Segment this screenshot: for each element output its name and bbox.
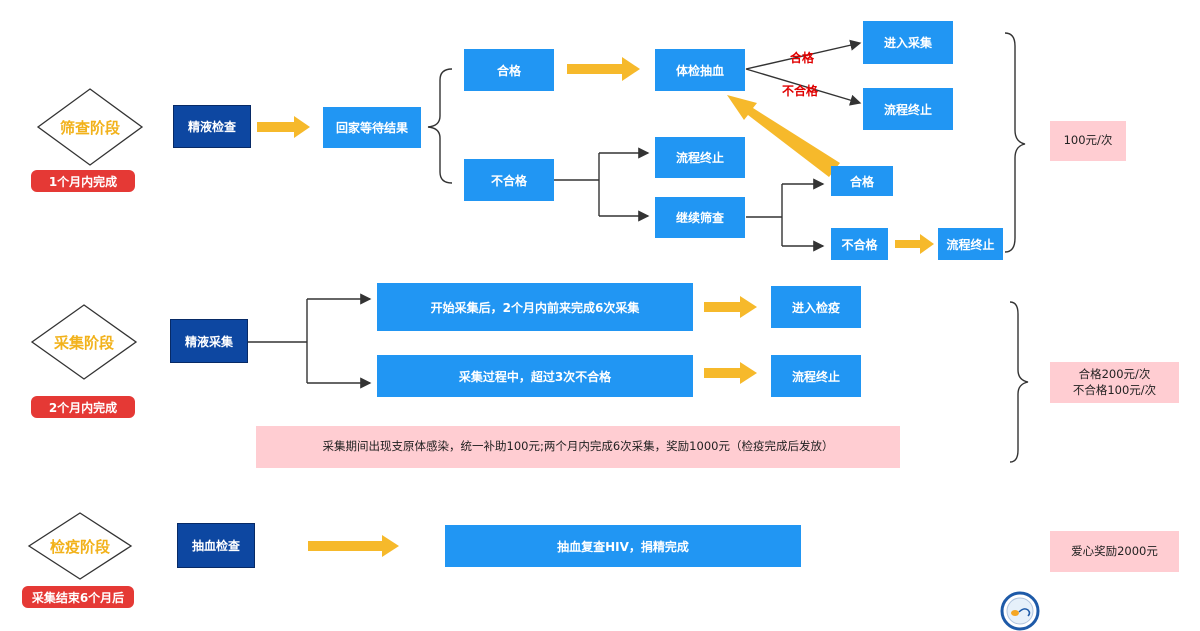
stage-duration-screening: 1个月内完成 <box>31 170 135 192</box>
collection-terminate-box: 流程终止 <box>771 355 861 397</box>
stage-duration-collection: 2个月内完成 <box>31 396 135 418</box>
physical-blood-box: 体检抽血 <box>655 49 745 91</box>
pass-box: 合格 <box>464 49 554 91</box>
enter-collection-box: 进入采集 <box>863 21 953 64</box>
continue-screening-box: 继续筛查 <box>655 197 745 238</box>
sperm-bank-logo-icon <box>1000 591 1040 631</box>
yellow-arrow <box>704 362 757 384</box>
collection-fail-box: 采集过程中，超过3次不合格 <box>377 355 693 397</box>
yellow-arrow <box>257 116 310 138</box>
brace-right-collection <box>1009 301 1029 463</box>
brace-left <box>427 68 453 184</box>
stage-label-quarantine: 检疫阶段 <box>49 537 110 556</box>
hiv-recheck-box: 抽血复查HIV，捐精完成 <box>445 525 801 567</box>
enter-quarantine-box: 进入检疫 <box>771 286 861 328</box>
yellow-arrows <box>257 57 934 557</box>
collection-start-box: 开始采集后，2个月内前来完成6次采集 <box>377 283 693 331</box>
pass-edge-label: 合格 <box>790 51 815 65</box>
wait-result-box: 回家等待结果 <box>323 107 421 148</box>
fail-box: 不合格 <box>464 159 554 201</box>
yellow-arrow <box>895 234 934 254</box>
diamond-screening <box>36 88 144 166</box>
terminate-box-c: 流程终止 <box>938 228 1003 260</box>
stage-duration-quarantine: 采集结束6个月后 <box>22 586 134 608</box>
fail-edge-label: 不合格 <box>782 84 819 98</box>
yellow-arrow <box>704 296 757 318</box>
collection-reward-pass: 合格200元/次 <box>1078 366 1151 381</box>
stage-label-screening: 筛查阶段 <box>59 118 120 137</box>
collection-note: 采集期间出现支原体感染，统一补助100元;两个月内完成6次采集，奖励1000元（… <box>256 426 900 468</box>
yellow-arrow <box>567 57 640 81</box>
screening-reward: 100元/次 <box>1050 121 1126 161</box>
yellow-arrow <box>308 535 399 557</box>
quarantine-reward: 爱心奖励2000元 <box>1050 531 1179 572</box>
semen-collection-box: 精液采集 <box>170 319 248 363</box>
yellow-arrow <box>727 95 840 177</box>
fail2-box: 不合格 <box>831 228 888 260</box>
collection-reward: 合格200元/次 不合格100元/次 <box>1050 362 1179 403</box>
pass2-box: 合格 <box>831 166 893 196</box>
diamond-quarantine <box>27 512 133 580</box>
semen-check-box: 精液检查 <box>173 105 251 148</box>
diamond-collection <box>30 304 138 380</box>
terminate-box-a: 流程终止 <box>863 88 953 130</box>
stage-label-collection: 采集阶段 <box>53 333 114 352</box>
collection-reward-fail: 不合格100元/次 <box>1072 382 1157 397</box>
blood-check-box: 抽血检查 <box>177 523 255 568</box>
terminate-box-b: 流程终止 <box>655 137 745 178</box>
brace-right-screening <box>1004 32 1026 253</box>
